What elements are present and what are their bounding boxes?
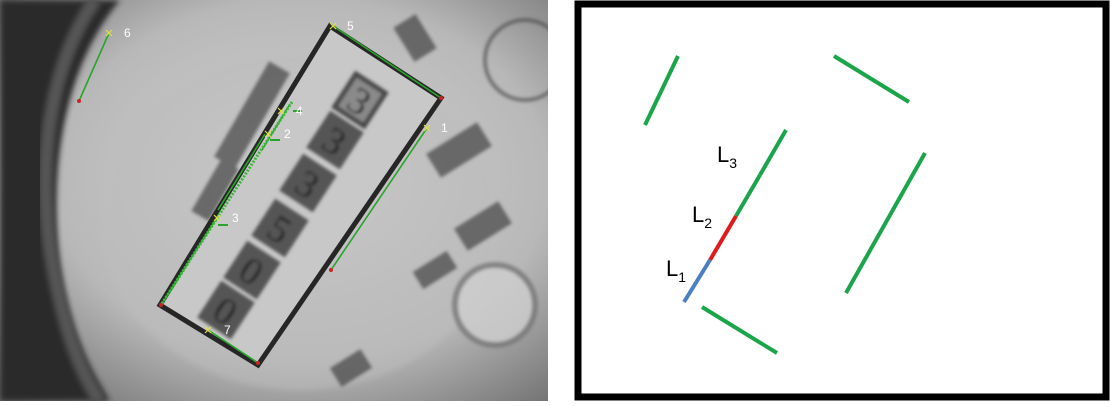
label-L1: L1 (666, 256, 686, 285)
segment-L2 (708, 214, 738, 262)
segment-L3 (758, 128, 788, 177)
schematic-segments (643, 54, 927, 355)
segment-top-left (643, 55, 680, 126)
line-label-6: 6 (124, 26, 131, 40)
line-label-7: 7 (224, 323, 231, 337)
detection-photo-panel: 3 3 3 5 0 0 (0, 0, 567, 406)
segment-L1 (682, 258, 712, 304)
schematic-frame (574, 0, 1110, 401)
segment-top-right (832, 54, 911, 104)
segment-right (844, 152, 927, 294)
meter-knob (452, 262, 538, 348)
segment-bottom (700, 305, 779, 355)
line-label-3: 3 (232, 211, 239, 225)
detection-photo: 3 3 3 5 0 0 (0, 0, 567, 406)
line-label-1: 1 (441, 121, 448, 135)
odometer-digits: 3 3 3 5 0 0 (197, 70, 389, 340)
detected-line-5 (332, 25, 442, 99)
segment-L3-lower (734, 173, 762, 218)
label-L3: L3 (717, 142, 737, 171)
schematic-panel: L3 L2 L1 (574, 0, 1110, 401)
detected-line-3 (160, 215, 219, 306)
meter-rim-shadow (0, 0, 120, 401)
meter-rim (38, 0, 106, 406)
line-label-4: 4 (296, 104, 303, 118)
label-L2: L2 (692, 202, 712, 231)
segment-schematic: L3 L2 L1 (574, 0, 1110, 401)
line-labels: 1 2 3 4 5 6 7 (124, 19, 448, 337)
detected-line-1 (330, 127, 428, 271)
detected-line-6 (78, 32, 110, 102)
endpoint-red-markers (77, 96, 443, 365)
endpoint-markers (105, 22, 431, 334)
line-label-2: 2 (284, 127, 291, 141)
line-label-5: 5 (347, 19, 354, 33)
detected-line-2 (217, 133, 266, 211)
detected-line-7 (207, 329, 259, 364)
segment-ticks (218, 110, 302, 226)
segment-labels: L3 L2 L1 (666, 142, 737, 285)
meter-print (191, 14, 512, 387)
